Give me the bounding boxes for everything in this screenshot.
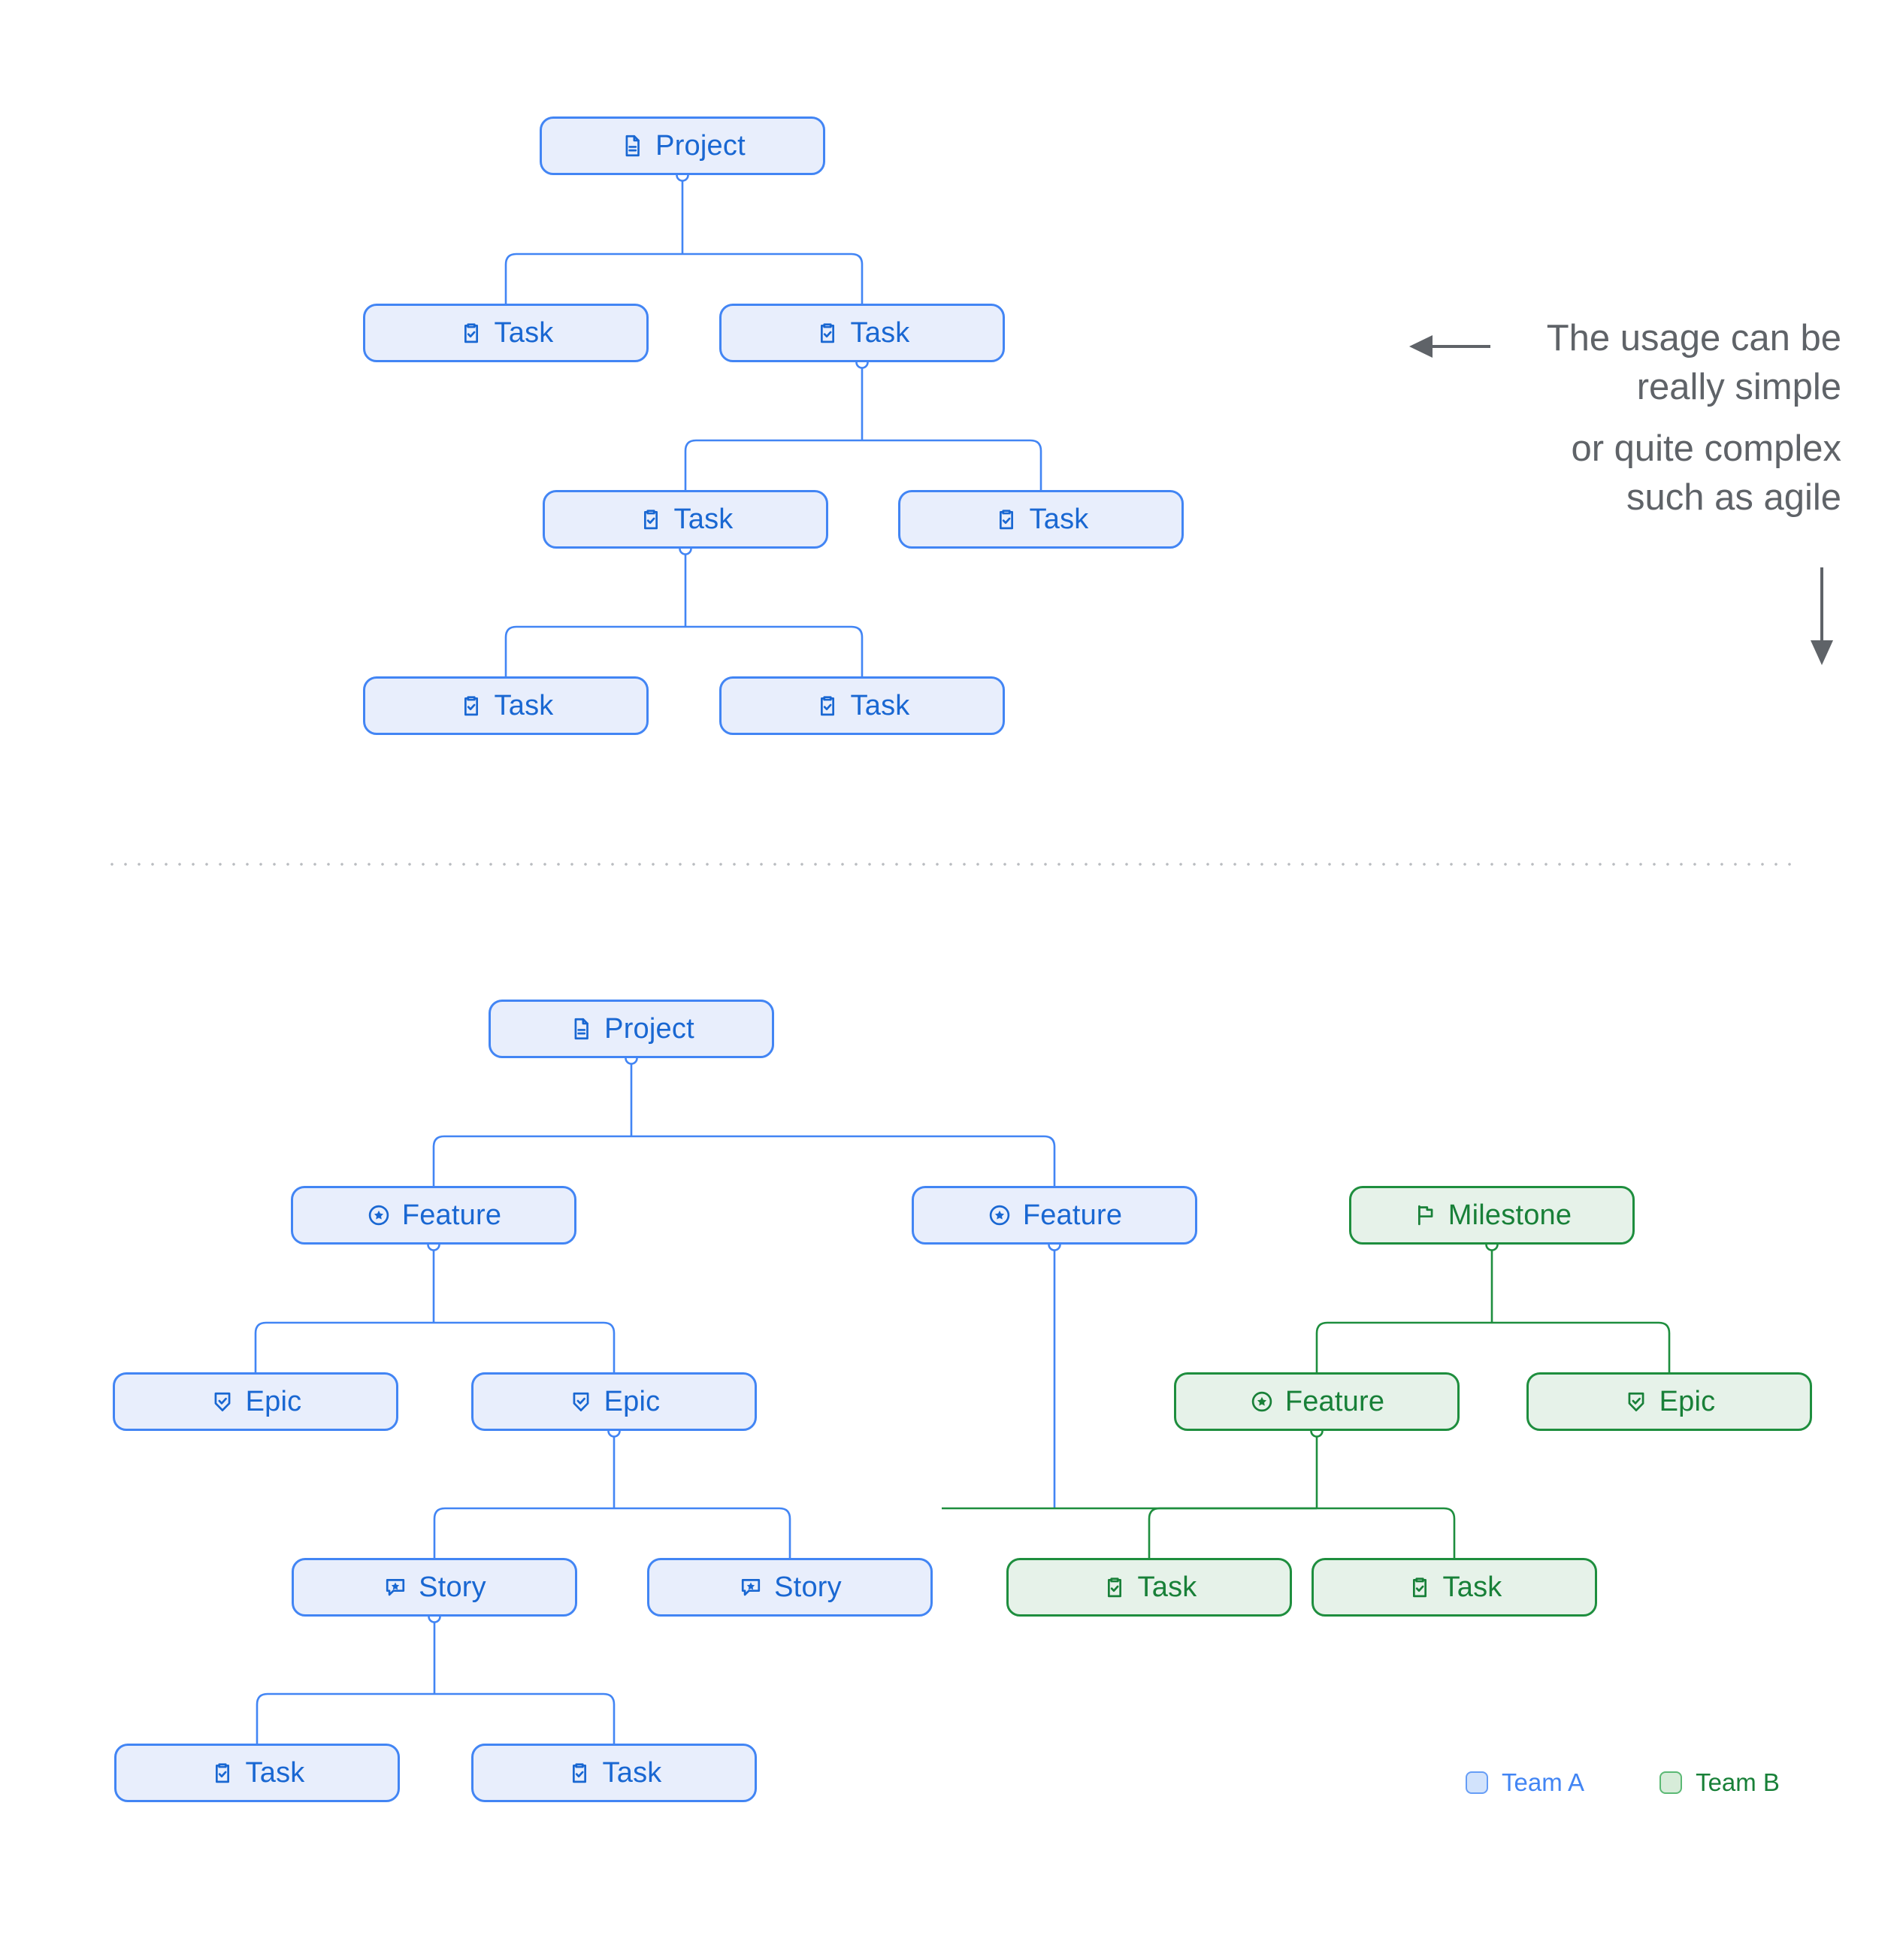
feature-icon	[366, 1202, 392, 1228]
legend-label-team-a: Team A	[1502, 1768, 1585, 1796]
node-task[interactable]: Task	[543, 490, 828, 549]
epic-icon	[210, 1389, 235, 1414]
connector-branch	[685, 625, 864, 676]
node-task[interactable]: Task	[114, 1744, 400, 1802]
connector-branch	[504, 253, 682, 304]
node-label: Task	[673, 504, 734, 535]
connector-branch	[254, 1321, 434, 1372]
task-icon	[638, 507, 664, 532]
annotation-line-3: or quite complex	[1571, 428, 1841, 470]
node-label: Epic	[1659, 1386, 1716, 1417]
node-label: Task	[1442, 1571, 1502, 1603]
node-label: Milestone	[1448, 1199, 1572, 1231]
annotation-line-2: really simple	[1636, 366, 1841, 407]
down-arrow	[1811, 567, 1833, 665]
node-label: Story	[774, 1571, 842, 1603]
task-icon	[1102, 1574, 1127, 1600]
connector-branch	[1315, 1321, 1492, 1372]
node-label: Project	[604, 1013, 694, 1045]
node-label: Task	[494, 690, 554, 721]
node-task[interactable]: Task	[363, 304, 649, 362]
milestone-icon	[1412, 1202, 1438, 1228]
node-label: Epic	[604, 1386, 661, 1417]
node-label: Feature	[1284, 1386, 1385, 1417]
node-task[interactable]: Task	[719, 304, 1005, 362]
legend-swatch-team-a	[1466, 1771, 1488, 1794]
task-icon	[567, 1760, 592, 1786]
node-label: Feature	[401, 1199, 502, 1231]
connector-branch	[434, 1321, 616, 1372]
connector-branch	[256, 1692, 434, 1744]
task-icon	[458, 693, 484, 718]
node-label: Task	[1029, 504, 1089, 535]
node-label: Task	[602, 1757, 662, 1789]
legend-item-team-a: Team A	[1466, 1768, 1584, 1797]
section-divider	[105, 863, 1798, 866]
node-milestone[interactable]: Milestone	[1349, 1186, 1635, 1245]
node-label: Story	[419, 1571, 486, 1603]
connector-branch	[631, 1135, 1056, 1186]
epic-icon	[568, 1389, 594, 1414]
connector-branch	[1317, 1507, 1456, 1558]
connector-branch	[504, 625, 685, 676]
legend-item-team-b: Team B	[1659, 1768, 1780, 1797]
node-epic[interactable]: Epic	[471, 1372, 757, 1431]
node-feature[interactable]: Feature	[291, 1186, 576, 1245]
legend-label-team-b: Team B	[1696, 1768, 1780, 1796]
node-feature[interactable]: Feature	[912, 1186, 1197, 1245]
connector-branch	[1492, 1321, 1671, 1372]
node-epic[interactable]: Epic	[1526, 1372, 1812, 1431]
task-icon	[458, 320, 484, 346]
connector-branch	[614, 1507, 791, 1558]
task-icon	[815, 693, 840, 718]
epic-icon	[1623, 1389, 1649, 1414]
feature-icon	[1249, 1389, 1275, 1414]
task-icon	[994, 507, 1019, 532]
task-icon	[210, 1760, 235, 1786]
node-label: Feature	[1022, 1199, 1123, 1231]
node-task[interactable]: Task	[719, 676, 1005, 735]
connector-branch	[432, 1135, 631, 1186]
annotation-block: The usage can be really simple or quite …	[1488, 314, 1841, 522]
node-label: Task	[494, 317, 554, 349]
node-project[interactable]: Project	[540, 116, 825, 175]
node-label: Project	[655, 130, 746, 162]
node-epic[interactable]: Epic	[113, 1372, 398, 1431]
task-icon	[815, 320, 840, 346]
node-task[interactable]: Task	[898, 490, 1184, 549]
feature-icon	[987, 1202, 1012, 1228]
task-icon	[1407, 1574, 1433, 1600]
node-task[interactable]: Task	[1006, 1558, 1292, 1617]
node-label: Task	[1137, 1571, 1197, 1603]
node-label: Epic	[245, 1386, 302, 1417]
left-arrow	[1409, 335, 1490, 358]
node-task[interactable]: Task	[471, 1744, 757, 1802]
node-task[interactable]: Task	[1312, 1558, 1597, 1617]
legend: Team A Team B	[1466, 1768, 1780, 1797]
node-task[interactable]: Task	[363, 676, 649, 735]
node-project[interactable]: Project	[489, 1000, 774, 1058]
node-label: Task	[850, 317, 910, 349]
document-icon	[568, 1016, 594, 1042]
node-label: Task	[245, 1757, 305, 1789]
connector-branch	[434, 1692, 616, 1744]
node-story[interactable]: Story	[647, 1558, 933, 1617]
connector-branch	[862, 439, 1042, 490]
story-icon	[738, 1574, 764, 1600]
story-icon	[383, 1574, 408, 1600]
connector-branch	[433, 1507, 614, 1558]
connector-branch	[684, 439, 862, 490]
annotation-line-1: The usage can be	[1546, 318, 1841, 358]
legend-swatch-team-b	[1659, 1771, 1683, 1794]
annotation-line-4: such as agile	[1626, 477, 1841, 519]
connector-branch	[1148, 1507, 1317, 1558]
node-label: Task	[850, 690, 910, 721]
node-story[interactable]: Story	[292, 1558, 577, 1617]
node-feature[interactable]: Feature	[1174, 1372, 1460, 1431]
connector-branch	[682, 253, 864, 304]
document-icon	[619, 133, 645, 159]
